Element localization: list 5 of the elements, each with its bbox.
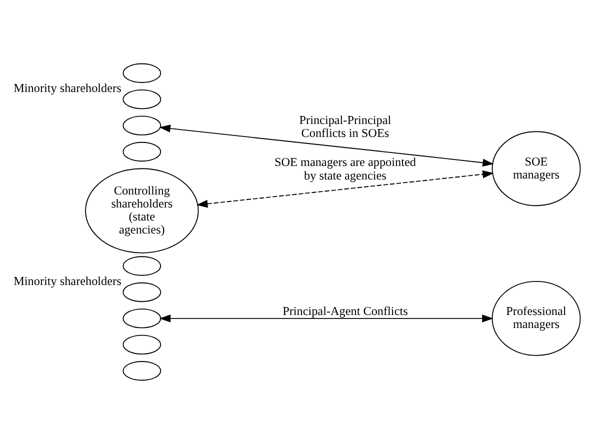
node-label: Minority shareholders <box>14 80 122 95</box>
node-label: Minority shareholders <box>14 274 122 288</box>
edge-label: SOE managers are appointed by state agencies <box>274 154 416 182</box>
edge-label: Principal-Agent Conflicts <box>282 304 408 318</box>
edge-label: Principal-Principal Conflicts in SOEs <box>299 112 392 140</box>
